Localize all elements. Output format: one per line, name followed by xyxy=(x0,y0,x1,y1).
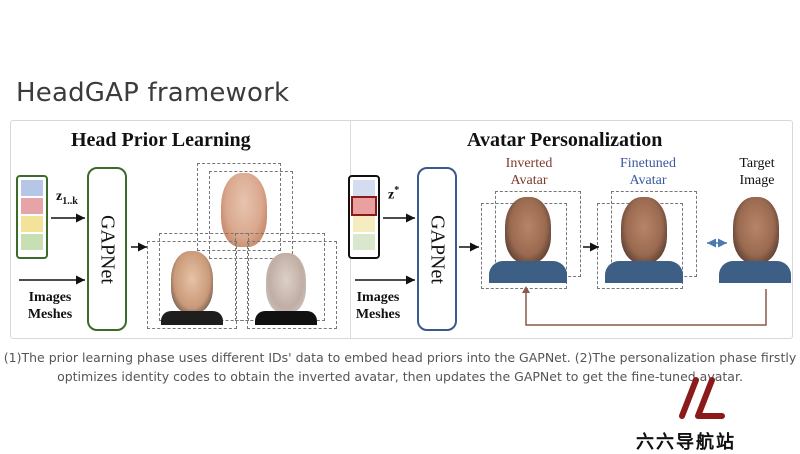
inverted-avatar-shirt xyxy=(489,261,567,283)
head-cube-right xyxy=(247,241,337,329)
target-image-label: Target Image xyxy=(739,156,775,188)
finetuned-avatar-shirt xyxy=(605,261,683,283)
identity-code-label: z* xyxy=(388,185,400,203)
caption-line-2: optimizes identity codes to obtain the i… xyxy=(57,369,743,384)
head-cube-left xyxy=(147,241,237,329)
finetuned-avatar-face xyxy=(621,197,667,263)
id-code-cell-4 xyxy=(353,234,375,250)
id-code-cell-selected xyxy=(351,196,377,216)
code-cell-2 xyxy=(21,198,43,214)
inputs-label-left: Images Meshes xyxy=(27,290,73,322)
caption-line-1: (1)The prior learning phase uses differe… xyxy=(3,350,797,365)
target-image-shirt xyxy=(719,261,791,283)
code-cell-3 xyxy=(21,216,43,232)
avatar-personalization-title: Avatar Personalization xyxy=(467,129,663,151)
face-image-woman-redhair xyxy=(221,173,267,247)
gapnet-block-right: GAPNet xyxy=(417,167,457,331)
inverted-avatar-label: Inverted Avatar xyxy=(505,156,553,188)
id-code-cell-1 xyxy=(353,180,375,196)
face-image-young-man xyxy=(171,251,213,313)
code-cell-1 xyxy=(21,180,43,196)
inverted-avatar-face xyxy=(505,197,551,263)
inputs-label-right: Images Meshes xyxy=(355,290,401,322)
shirt-dark-left xyxy=(161,311,223,325)
page-title: HeadGAP framework xyxy=(16,78,290,108)
watermark-logo xyxy=(679,377,725,419)
gapnet-block-left: GAPNet xyxy=(87,167,127,331)
watermark-text: 六六导航站 xyxy=(636,432,736,453)
left-panel-arrows xyxy=(19,213,147,285)
head-prior-learning-title: Head Prior Learning xyxy=(71,129,251,151)
latent-code-label: z1..k xyxy=(56,189,78,207)
code-cell-4 xyxy=(21,234,43,250)
identity-code-stack xyxy=(348,175,380,259)
target-image-face xyxy=(733,197,779,263)
id-code-cell-3 xyxy=(353,216,375,232)
head-cube-top-back xyxy=(209,171,293,259)
face-image-older-woman xyxy=(266,253,306,313)
framework-figure: Head Prior Learning z1..k GAPNet Images … xyxy=(10,120,793,339)
head-cube-top xyxy=(197,163,281,251)
shirt-black-right xyxy=(255,311,317,325)
latent-codes-stack xyxy=(16,175,48,259)
right-panel-arrows xyxy=(355,213,767,326)
finetuned-avatar-label: Finetuned Avatar xyxy=(620,156,676,188)
